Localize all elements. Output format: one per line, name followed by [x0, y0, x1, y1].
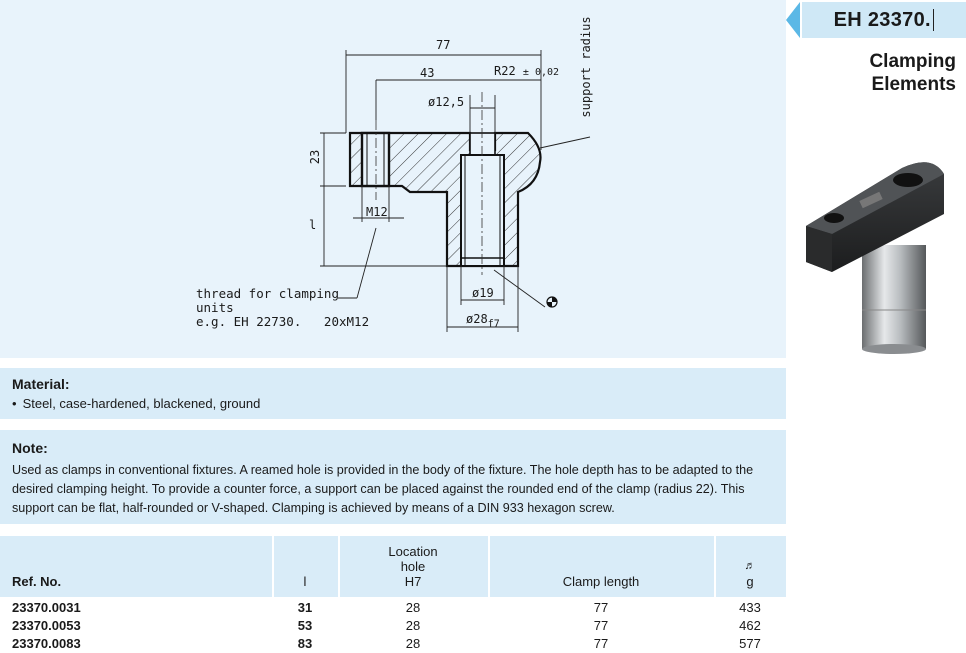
cell-hole: 28 [405, 618, 421, 633]
table-header [0, 536, 786, 597]
thread-note-line-1: thread for clamping [196, 286, 339, 301]
thread-note: thread for clamping units e.g. EH 22730.… [196, 287, 369, 329]
cell-weight: 433 [739, 600, 761, 615]
table-row: 23370.0031 31 28 77 433 [0, 599, 786, 617]
product-photo [806, 162, 944, 354]
cell-ref: 23370.0083 [12, 636, 81, 651]
dim-height: 23 [308, 149, 323, 165]
column-divider [272, 536, 274, 653]
dim-hole-offset: 43 [420, 66, 435, 80]
cell-hole: 28 [405, 636, 421, 651]
header-location-line-3: H7 [404, 574, 422, 589]
dim-shaft-diameter: ø28f7 [466, 312, 500, 329]
cell-l: 83 [297, 636, 313, 651]
dim-shaft-value: ø28 [466, 312, 488, 326]
dim-l: l [309, 218, 317, 232]
note-heading: Note: [12, 440, 48, 456]
column-divider [488, 536, 490, 653]
support-radius-label: support radius [579, 16, 593, 118]
material-heading: Material: [12, 376, 70, 392]
header-location-line-1: Location [388, 544, 438, 559]
header-weight-unit: g [746, 574, 754, 589]
dim-inner-diameter: ø19 [472, 286, 494, 300]
dim-radius-tolerance: ± 0,02 [522, 67, 560, 78]
note-section: Note: Used as clamps in conventional fix… [0, 430, 786, 524]
header-location-line-2: hole [400, 559, 426, 574]
dim-shaft-tolerance: f7 [487, 318, 500, 330]
material-section: Material: Steel, case-hardened, blackene… [0, 368, 786, 419]
cell-clamp: 77 [593, 618, 609, 633]
header-clamp-length: Clamp length [562, 574, 640, 589]
dim-radius-value: R22 [494, 64, 516, 78]
technical-drawing: 77 43 R22 ± 0,02 support radius ø12,5 23… [0, 0, 786, 358]
category-line-2: Elements [871, 74, 956, 95]
table-row: 23370.0083 83 28 77 577 [0, 635, 786, 653]
thread-note-line-2: units [196, 300, 234, 315]
cell-ref: 23370.0031 [12, 600, 81, 615]
part-section [348, 92, 542, 275]
dim-thread: M12 [366, 205, 388, 219]
dim-overall-length: 77 [436, 38, 451, 52]
column-divider [714, 536, 716, 653]
header-ref-no: Ref. No. [12, 574, 62, 589]
product-code-box: EH 23370. [802, 2, 966, 38]
material-item: Steel, case-hardened, blackened, ground [12, 396, 261, 411]
category-line-1: Clamping [869, 51, 956, 72]
cell-l: 53 [297, 618, 313, 633]
note-text: Used as clamps in conventional fixtures.… [12, 463, 754, 515]
product-code: EH 23370. [833, 8, 931, 31]
dim-radius: R22 ± 0,02 [494, 64, 559, 78]
cell-l: 31 [297, 600, 313, 615]
cell-clamp: 77 [593, 600, 609, 615]
cell-ref: 23370.0053 [12, 618, 81, 633]
cell-clamp: 77 [593, 636, 609, 651]
thread-note-line-3: e.g. EH 22730. 20xM12 [196, 314, 370, 329]
column-divider [338, 536, 340, 653]
product-category: Clamping Elements [806, 50, 956, 96]
table-row: 23370.0053 53 28 77 462 [0, 617, 786, 635]
weight-icon: ♬ [744, 560, 756, 572]
product-code-tab: EH 23370. [786, 2, 966, 38]
text-caret-icon [932, 9, 935, 31]
dimension-lines [320, 50, 591, 332]
dim-bore-diameter: ø12,5 [428, 95, 465, 109]
cell-weight: 577 [739, 636, 761, 651]
cell-hole: 28 [405, 600, 421, 615]
header-weight: ♬ g [714, 536, 786, 597]
header-l: l [303, 574, 307, 589]
tab-arrow-icon [786, 2, 800, 38]
cell-weight: 462 [739, 618, 761, 633]
header-location-hole: Location hole H7 [338, 536, 488, 597]
